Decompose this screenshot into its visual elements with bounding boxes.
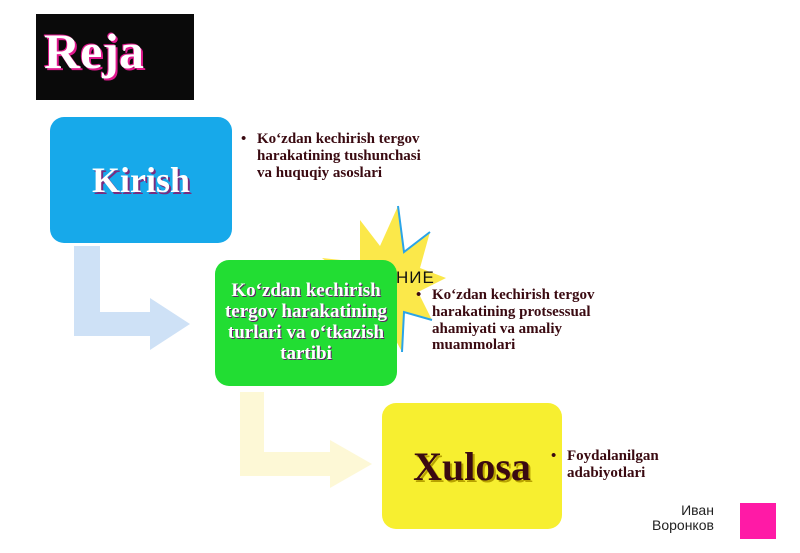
connector-arrow-yellow — [240, 392, 372, 488]
step-label-xulosa: Xulosa — [413, 443, 531, 489]
starburst-edge-left — [397, 205, 431, 254]
bullet-item-1: • Ko‘zdan kechirish tergov harakatining … — [241, 131, 437, 181]
author-watermark: Иван Воронков — [652, 503, 714, 532]
step-box-turlari[interactable]: Ko‘zdan kechirish tergov harakatining tu… — [215, 260, 397, 386]
author-line-2: Воронков — [652, 516, 714, 533]
starburst-edge-right — [401, 310, 433, 353]
starburst-label: НИЕ — [396, 268, 435, 287]
author-line-1: Иван — [681, 502, 714, 518]
bullet-item-2: • Ko‘zdan kechirish tergov harakatining … — [416, 287, 622, 354]
logo-square-icon — [740, 503, 776, 539]
bullet-text-3: Foydalanilgan adabiyotlari — [567, 448, 659, 481]
connector-arrow-blue — [74, 246, 190, 350]
bullet-item-3: • Foydalanilgan adabiyotlari — [551, 448, 687, 482]
step-label-turlari: Ko‘zdan kechirish tergov harakatining tu… — [224, 280, 388, 364]
bullet-dot-icon: • — [241, 131, 247, 147]
bullet-text-2: Ko‘zdan kechirish tergov harakatining pr… — [432, 287, 595, 354]
step-label-kirish: Kirish — [91, 160, 190, 200]
step-box-kirish[interactable]: Kirish — [50, 117, 232, 243]
slide-title: Reja — [44, 23, 144, 79]
bullet-dot-icon: • — [551, 448, 557, 464]
bullet-dot-icon: • — [416, 287, 422, 303]
bullet-text-1: Ko‘zdan kechirish tergov harakatining tu… — [257, 131, 421, 181]
step-box-xulosa[interactable]: Xulosa — [382, 403, 562, 529]
title-box: Reja — [36, 14, 194, 100]
